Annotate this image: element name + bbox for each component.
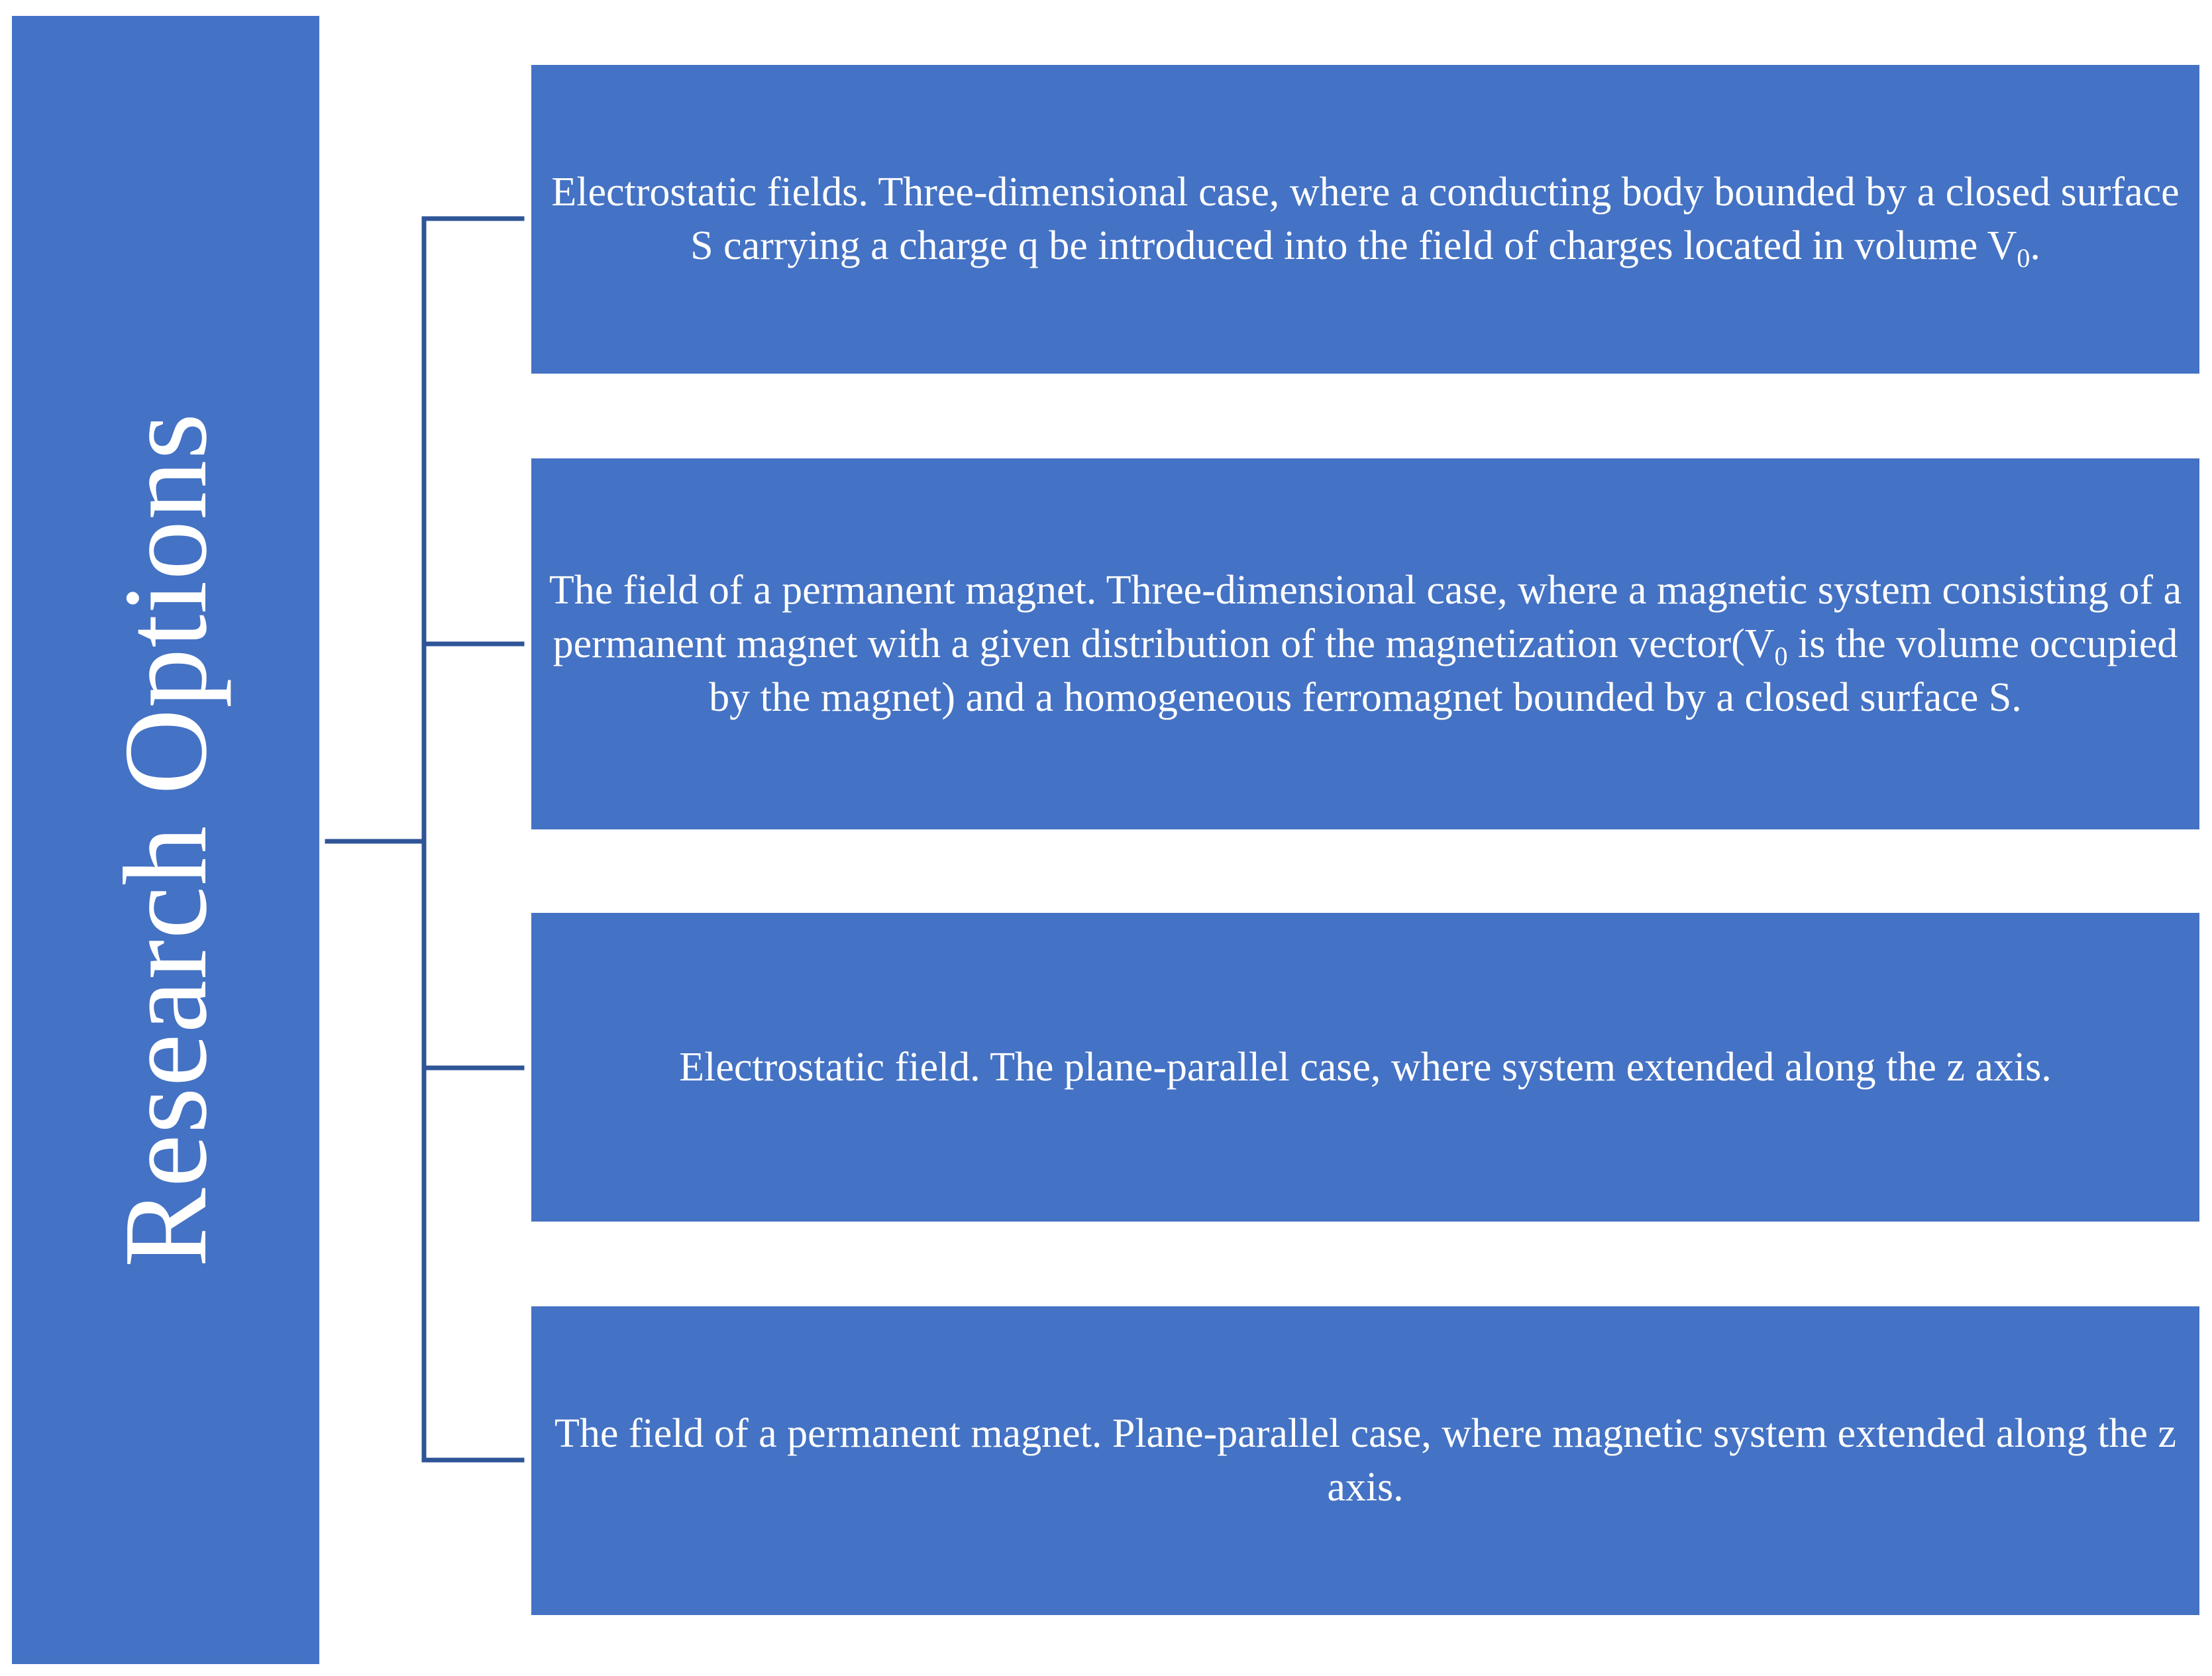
option-text-4: The field of a permanent magnet. Plane-p… xyxy=(554,1411,2176,1510)
option-text-2-subscript: 0 xyxy=(1774,641,1788,671)
option-text-1-tail: . xyxy=(2030,223,2040,268)
root-label: Research Options xyxy=(99,412,231,1268)
option-text-2-main: The field of a permanent magnet. Three-d… xyxy=(549,567,2182,666)
option-text-3: Electrostatic field. The plane-parallel … xyxy=(679,1044,2052,1090)
option-box-2: The field of a permanent magnet. Three-d… xyxy=(531,458,2199,829)
option-text-2: The field of a permanent magnet. Three-d… xyxy=(541,564,2190,725)
option-text-2-tail: is the volume occupied by the magnet) an… xyxy=(709,621,2178,720)
root-node: Research Options xyxy=(12,16,319,1664)
option-text-1-subscript: 0 xyxy=(2017,243,2030,273)
option-box-1: Electrostatic fields. Three-dimensional … xyxy=(531,65,2199,374)
option-box-4: The field of a permanent magnet. Plane-p… xyxy=(531,1306,2199,1615)
option-text-1-main: Electrostatic fields. Three-dimensional … xyxy=(551,170,2180,268)
option-box-3: Electrostatic field. The plane-parallel … xyxy=(531,913,2199,1222)
option-text-1: Electrostatic fields. Three-dimensional … xyxy=(541,166,2190,273)
